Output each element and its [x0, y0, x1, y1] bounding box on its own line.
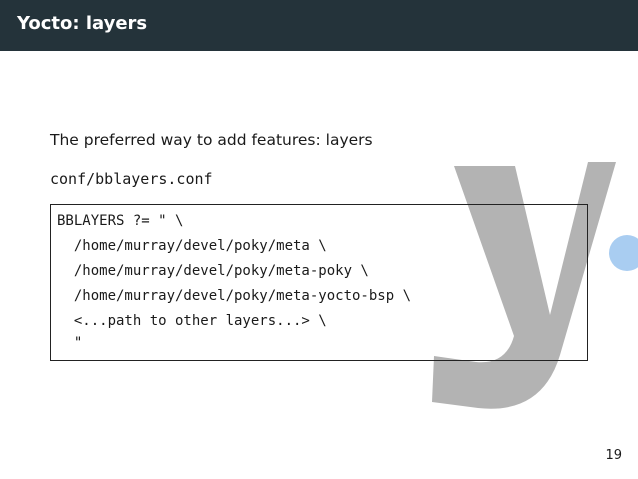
- logo-letter-y: [432, 162, 616, 409]
- slide-title: Yocto: layers: [17, 13, 148, 34]
- logo-dot: [609, 235, 638, 271]
- config-filename: conf/bblayers.conf: [50, 170, 213, 188]
- code-line: /home/murray/devel/poky/meta-yocto-bsp \: [57, 288, 412, 304]
- code-block: BBLAYERS ?= " \ /home/murray/devel/poky/…: [50, 204, 588, 361]
- code-line: /home/murray/devel/poky/meta-poky \: [57, 263, 369, 279]
- page-number: 19: [605, 448, 622, 463]
- code-line: /home/murray/devel/poky/meta \: [57, 238, 327, 254]
- code-line: <...path to other layers...> \: [57, 313, 327, 329]
- intro-text: The preferred way to add features: layer…: [50, 131, 373, 149]
- title-bar: Yocto: layers: [0, 0, 638, 51]
- code-line: BBLAYERS ?= " \: [57, 213, 184, 229]
- yocto-y-logo-icon: [432, 162, 638, 409]
- code-line: ": [57, 335, 83, 351]
